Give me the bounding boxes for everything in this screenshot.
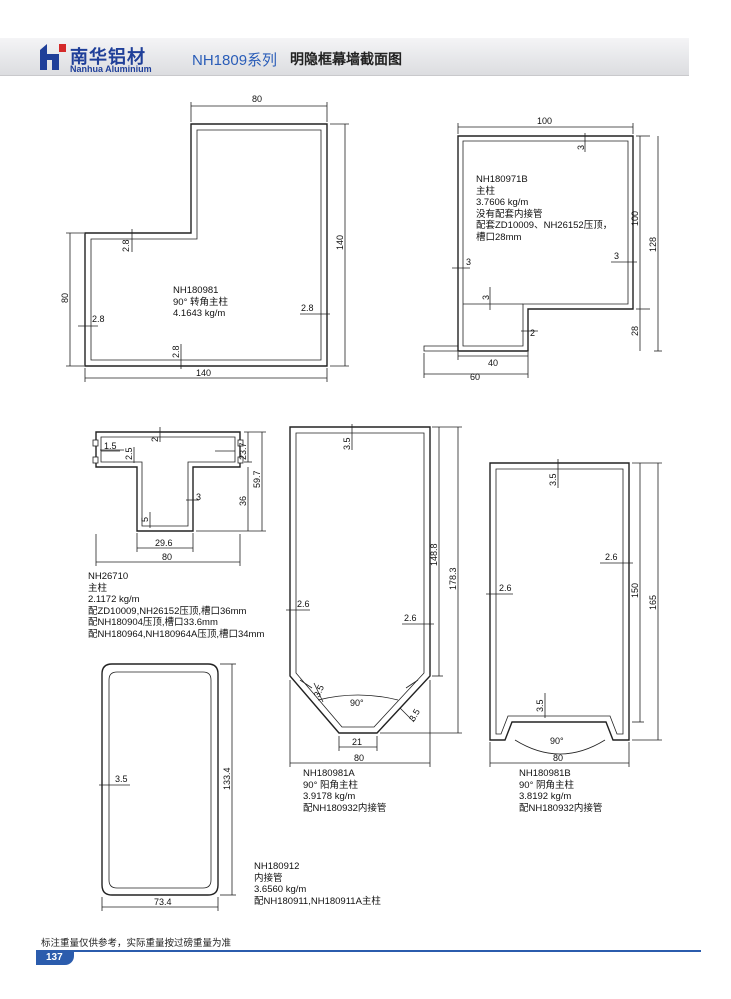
profile-nh180971b: 100 100 128 28 40 60 3 3 3 3 2	[423, 116, 662, 382]
dim-nh180981-w3: 2.8	[301, 303, 314, 313]
profile-nh26710: 23.7 59.7 36 29.6 80 1.5 2 2.5 3 5	[92, 427, 266, 566]
dim-nh180981a-t26b: 2.6	[404, 613, 417, 623]
note-nh180981: NH180981 90° 转角主柱 4.1643 kg/m	[173, 285, 229, 319]
dim-nh180981-left: 80	[60, 293, 70, 303]
dim-nh180981b-h150: 150	[630, 583, 640, 598]
dim-nh180971b-top: 100	[537, 116, 552, 126]
dim-nh180981b-w80: 80	[553, 753, 563, 763]
dim-nh180981-bottom: 140	[196, 368, 211, 378]
dim-nh180981a-t35b: 3.5	[312, 683, 326, 699]
series-label: NH1809系列	[192, 52, 278, 69]
dim-nh180912-h1334: 133.4	[222, 767, 232, 790]
page-title: 明隐框幕墙截面图	[290, 51, 402, 67]
dim-nh180981-right: 140	[335, 235, 345, 250]
page-number-badge	[36, 952, 74, 965]
dim-nh26710-h597: 59.7	[252, 470, 262, 488]
profile-nh180912: 3.5 133.4 73.4	[99, 663, 236, 911]
dim-nh180981a-h1783: 178.3	[448, 567, 458, 590]
dim-nh180912-t35: 3.5	[115, 774, 128, 784]
dim-nh26710-w80: 80	[162, 552, 172, 562]
dim-nh180971b-h28: 28	[630, 326, 640, 336]
dim-nh180971b-b40: 40	[488, 358, 498, 368]
dim-nh180971b-t6: 2	[530, 328, 535, 338]
dim-nh180981b-t26a: 2.6	[499, 583, 512, 593]
dim-nh180981a-w80: 80	[354, 753, 364, 763]
dim-nh180971b-t2: 3	[466, 257, 471, 267]
dim-nh180971b-b60: 60	[470, 372, 480, 382]
dim-nh26710-t25: 2.5	[124, 447, 134, 460]
nanhua-logo-icon	[40, 44, 66, 70]
dim-nh26710-h36: 36	[238, 496, 248, 506]
header-bar	[0, 38, 689, 76]
dim-nh26710-t2: 2	[150, 437, 160, 442]
note-nh180981a: NH180981A 90° 阳角主柱 3.9178 kg/m 配NH180932…	[303, 768, 387, 814]
dim-nh180971b-h100: 100	[630, 211, 640, 226]
note-nh180981b: NH180981B 90° 阴角主柱 3.8192 kg/m 配NH180932…	[519, 768, 603, 814]
profile-nh180981a: 3.5 2.6 2.6 3.5 3.5 90° 21 80 148.8 178.…	[286, 424, 462, 767]
note-nh26710: NH26710 主柱 2.1172 kg/m 配ZD10009,NH26152压…	[88, 571, 265, 640]
page-number: 137	[46, 952, 63, 963]
dim-nh26710-t15: 1.5	[104, 441, 117, 451]
dim-nh180981-w2: 2.8	[92, 314, 105, 324]
dim-nh180981b-angle: 90°	[550, 736, 564, 746]
footer-divider	[36, 950, 701, 952]
dim-nh26710-h237: 23.7	[238, 442, 248, 460]
dim-nh180981a-t26a: 2.6	[297, 599, 310, 609]
dim-nh180981-w4: 2.8	[171, 345, 181, 358]
dim-nh180981a-h1488: 148.8	[429, 543, 439, 566]
dim-nh180981-w1: 2.8	[121, 239, 131, 252]
profile-nh180981: 80 140 80 140 2.8 2.8 2.8 2.8	[60, 94, 349, 382]
dim-nh180981a-b21: 21	[352, 737, 362, 747]
note-nh180971b: NH180971B 主柱 3.7606 kg/m 没有配套内接管 配套ZD100…	[476, 174, 613, 243]
dim-nh26710-w296: 29.6	[155, 538, 173, 548]
brand-name-en: Nanhua Aluminium	[70, 64, 152, 74]
dim-nh180981b-t26b: 2.6	[605, 552, 618, 562]
dim-nh180971b-t4: 3	[481, 295, 491, 300]
note-nh180912: NH180912 内接管 3.6560 kg/m 配NH180911,NH180…	[254, 861, 381, 907]
dim-nh180981a-t35c: 3.5	[407, 707, 422, 723]
dim-nh180981b-h165: 165	[648, 595, 658, 610]
dim-nh180981a-angle: 90°	[350, 698, 364, 708]
dim-nh180981a-t35a: 3.5	[342, 437, 352, 450]
brand-name-cn: 南华铝材	[70, 47, 146, 67]
dim-nh180981b-t35a: 3.5	[548, 473, 558, 486]
dim-nh180981b-t35b: 3.5	[535, 699, 545, 712]
dim-nh180971b-t1: 3	[576, 145, 586, 150]
dim-nh180971b-t3: 3	[614, 251, 619, 261]
dim-nh180912-w734: 73.4	[154, 897, 172, 907]
dim-nh180981-top: 80	[252, 94, 262, 104]
dim-nh26710-t3: 3	[196, 492, 201, 502]
dim-nh180971b-h128: 128	[648, 237, 658, 252]
footer-weight-note: 标注重量仅供参考，实际重量按过磅重量为准	[41, 938, 232, 949]
profile-nh180981b: 3.5 2.6 2.6 3.5 90° 80 150 165	[486, 459, 662, 767]
dim-nh26710-t5: 5	[140, 517, 150, 522]
